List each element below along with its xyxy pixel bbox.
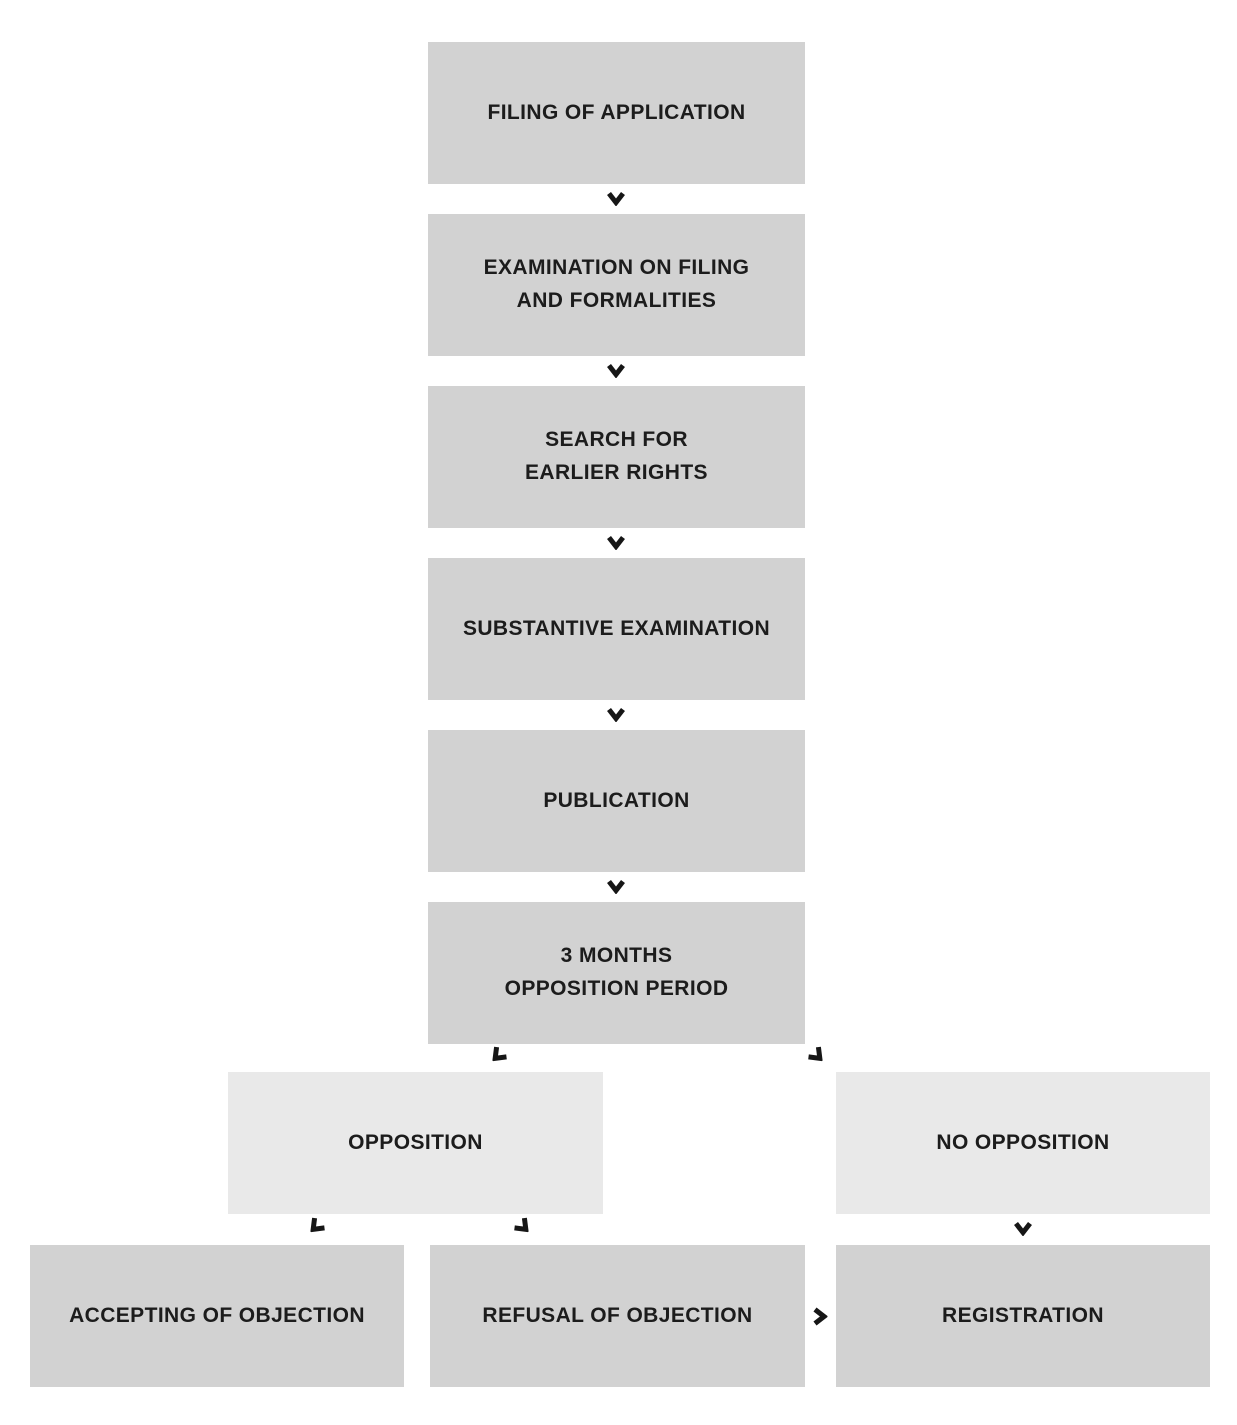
arrow-down-left-icon [310,1217,325,1233]
arrow-down-icon [607,707,625,722]
node-refusal-of-objection-label: REFUSAL OF OBJECTION [482,1303,753,1327]
arrow-down-icon [607,535,625,550]
node-no-opposition-label: NO OPPOSITION [936,1130,1110,1154]
arrow-down-icon [607,879,625,894]
node-refusal-of-objection: REFUSAL OF OBJECTION [430,1245,805,1387]
node-search-for-earlier-rights-label: SEARCH FOR EARLIER RIGHTS [525,428,708,484]
node-registration: REGISTRATION [836,1245,1210,1387]
node-opposition: OPPOSITION [228,1072,603,1214]
node-publication: PUBLICATION [428,730,805,872]
arrow-down-left-icon [492,1046,507,1062]
node-examination-on-filing-label: EXAMINATION ON FILING AND FORMALITIES [483,256,750,312]
arrow-down-icon [1014,1221,1032,1236]
node-registration-label: REGISTRATION [942,1303,1104,1327]
node-no-opposition: NO OPPOSITION [836,1072,1210,1214]
arrow-down-right-icon [514,1217,529,1233]
node-filing-of-application-label: FILING OF APPLICATION [487,100,746,124]
node-publication-label: PUBLICATION [543,788,690,812]
node-accepting-of-objection-label: ACCEPTING OF OBJECTION [69,1303,365,1327]
node-accepting-of-objection: ACCEPTING OF OBJECTION [30,1245,404,1387]
node-examination-on-filing: EXAMINATION ON FILING AND FORMALITIES [428,214,805,356]
node-substantive-examination-label: SUBSTANTIVE EXAMINATION [462,616,771,640]
arrow-down-icon [607,191,625,206]
node-search-for-earlier-rights: SEARCH FOR EARLIER RIGHTS [428,386,805,528]
node-opposition-period: 3 MONTHS OPPOSITION PERIOD [428,902,805,1044]
node-filing-of-application: FILING OF APPLICATION [428,42,805,184]
arrow-down-icon [607,363,625,378]
node-opposition-period-label: 3 MONTHS OPPOSITION PERIOD [504,944,729,1000]
arrow-down-right-icon [808,1046,823,1062]
arrow-right-icon [813,1307,828,1326]
node-substantive-examination: SUBSTANTIVE EXAMINATION [428,558,805,700]
node-opposition-label: OPPOSITION [348,1130,483,1154]
